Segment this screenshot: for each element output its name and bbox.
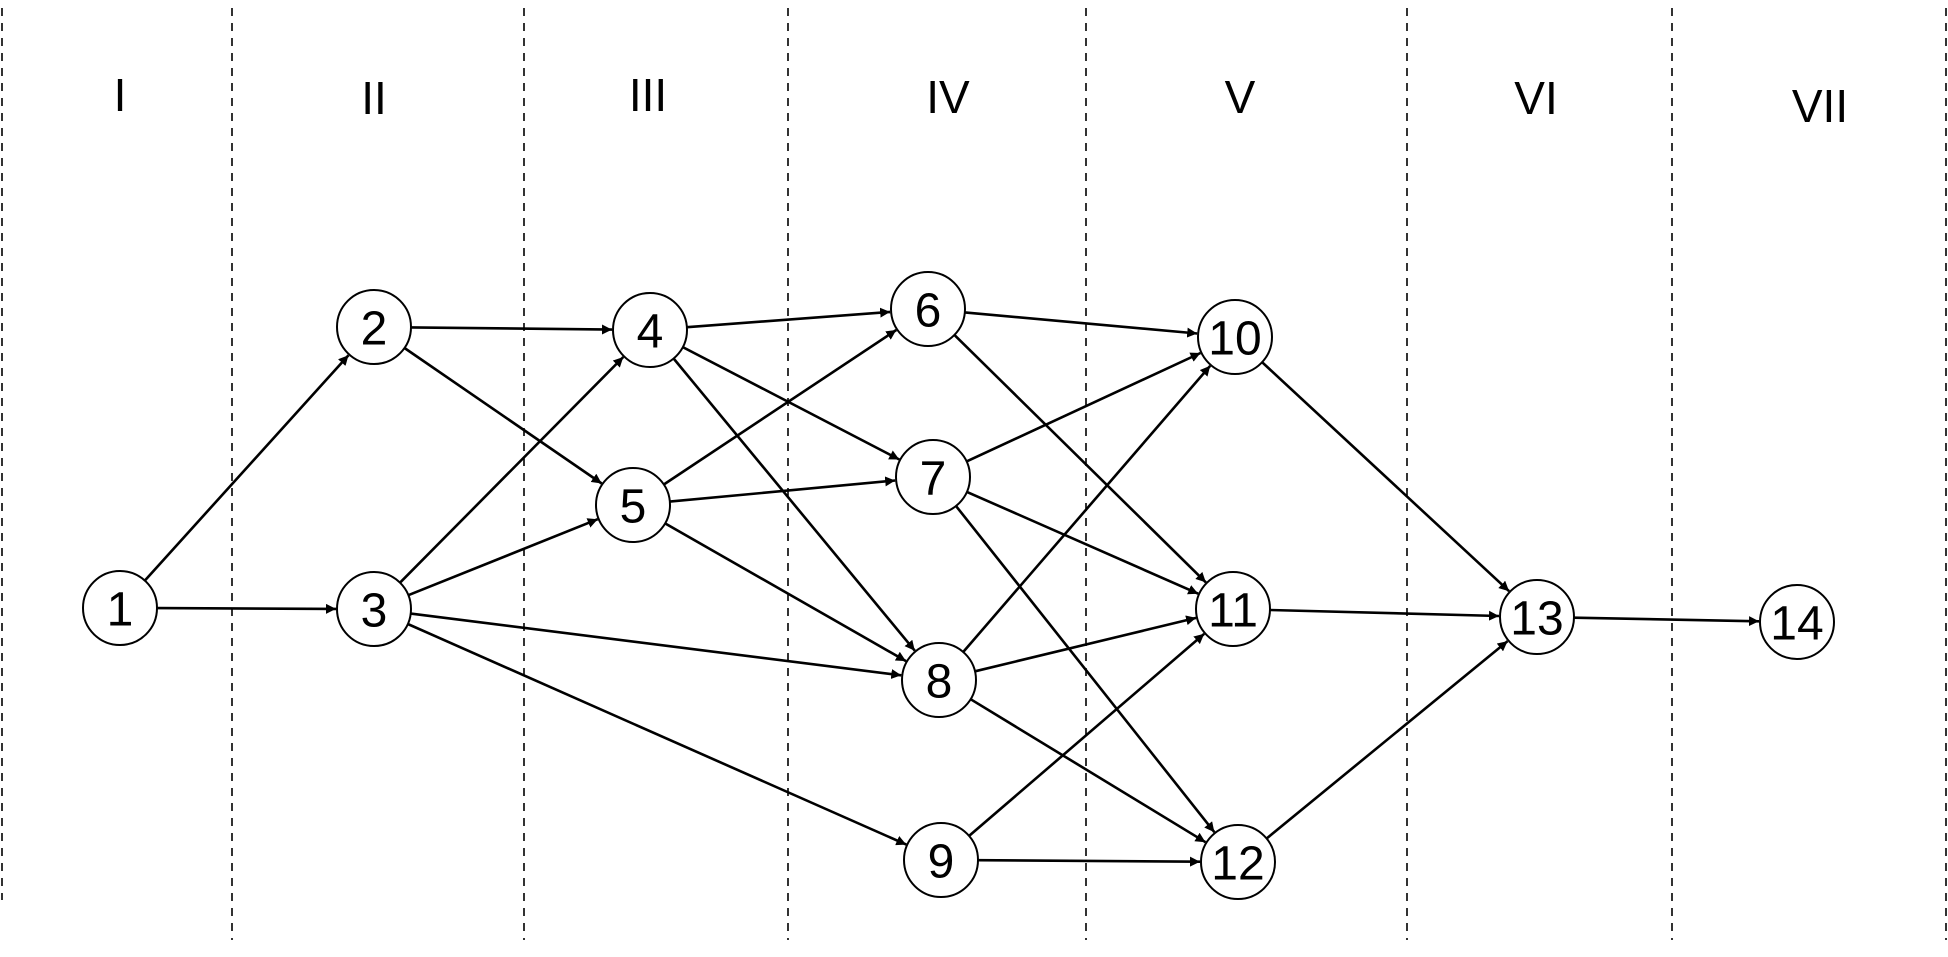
node-label: 13 [1510, 593, 1563, 646]
node-6: 6 [890, 271, 966, 347]
node-1: 1 [82, 570, 158, 646]
node-circle [1200, 824, 1276, 900]
node-circle [1195, 571, 1271, 647]
stage-label: II [361, 72, 387, 124]
node-circle [612, 292, 688, 368]
edge-7-10 [966, 351, 1202, 463]
stage-label: VI [1514, 72, 1557, 124]
node-circle [336, 289, 412, 365]
node-circle [895, 439, 971, 515]
node-label: 4 [637, 306, 664, 359]
edge-7-12 [954, 505, 1216, 834]
node-14: 14 [1759, 584, 1835, 660]
edge-4-7 [682, 345, 900, 461]
node-label: 10 [1208, 313, 1261, 366]
node-label: 8 [926, 656, 953, 709]
node-4: 4 [612, 292, 688, 368]
node-label: 1 [107, 584, 134, 637]
edge-2-5 [403, 346, 603, 485]
node-8: 8 [901, 642, 977, 718]
edge-9-12 [977, 856, 1201, 867]
node-label: 5 [620, 481, 647, 534]
node-3: 3 [336, 571, 412, 647]
edge-5-6 [663, 328, 898, 486]
edge-3-4 [399, 356, 625, 584]
node-2: 2 [336, 289, 412, 365]
node-circle [1499, 579, 1575, 655]
node-11: 11 [1195, 571, 1271, 647]
node-9: 9 [903, 822, 979, 898]
node-7: 7 [895, 439, 971, 515]
stage-label: V [1225, 71, 1256, 123]
edge-6-10 [964, 311, 1198, 338]
edge-3-5 [407, 517, 599, 597]
edge-5-8 [664, 522, 907, 663]
edge-8-10 [962, 364, 1212, 653]
node-label: 3 [361, 585, 388, 638]
edge-12-13 [1265, 640, 1509, 840]
node-circle [903, 822, 979, 898]
edge-4-8 [672, 357, 916, 652]
node-label: 11 [1208, 585, 1258, 638]
node-13: 13 [1499, 579, 1575, 655]
edge-10-13 [1261, 361, 1510, 593]
edge-5-7 [669, 476, 896, 503]
node-label: 14 [1770, 598, 1823, 651]
node-circle [336, 571, 412, 647]
edge-4-6 [686, 307, 891, 329]
edges [143, 307, 1760, 867]
node-label: 12 [1211, 838, 1264, 891]
node-circle [82, 570, 158, 646]
node-circle [901, 642, 977, 718]
edge-1-3 [156, 603, 337, 614]
node-circle [1197, 299, 1273, 375]
stage-label: VII [1792, 80, 1848, 132]
node-label: 7 [920, 453, 947, 506]
node-circle [1759, 584, 1835, 660]
edge-6-11 [953, 333, 1207, 584]
edge-9-11 [968, 632, 1206, 837]
edge-3-9 [407, 622, 907, 846]
edge-8-11 [974, 615, 1197, 673]
node-label: 9 [928, 836, 955, 889]
edge-1-2 [143, 354, 350, 582]
edge-13-14 [1573, 616, 1760, 627]
node-label: 2 [361, 303, 388, 356]
edge-2-4 [410, 324, 613, 335]
node-5: 5 [595, 467, 671, 543]
stage-label: IV [926, 71, 970, 123]
stage-label: I [114, 69, 127, 121]
stage-dividers [1, 8, 1947, 940]
node-12: 12 [1200, 824, 1276, 900]
edge-3-8 [410, 612, 902, 680]
stage-label: III [629, 69, 667, 121]
edge-7-11 [966, 490, 1199, 595]
node-10: 10 [1197, 299, 1273, 375]
edge-8-12 [969, 698, 1207, 844]
node-circle [595, 467, 671, 543]
edge-11-13 [1269, 608, 1500, 621]
node-circle [890, 271, 966, 347]
node-label: 6 [915, 285, 942, 338]
